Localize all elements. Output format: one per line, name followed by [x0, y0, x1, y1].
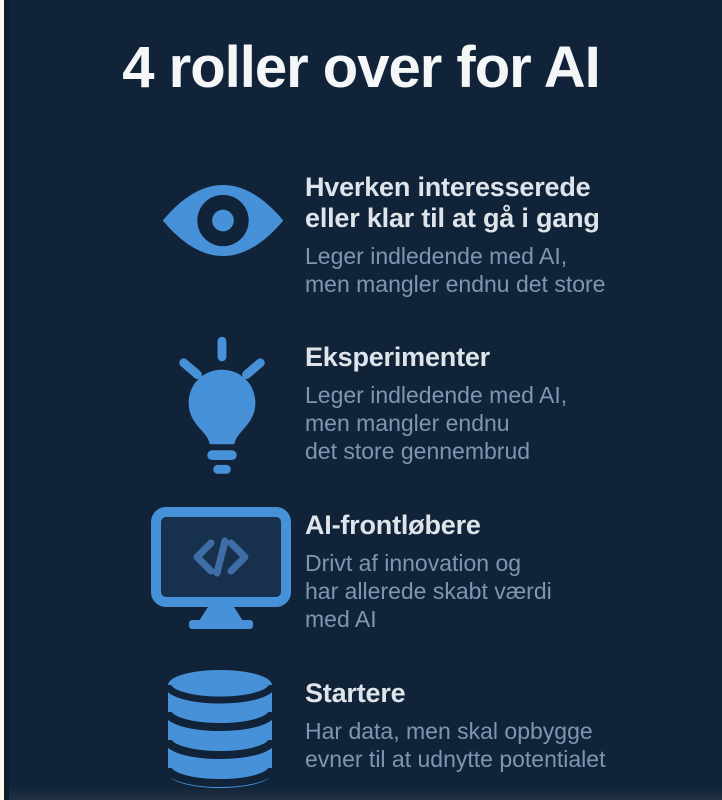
section-heading: Startere — [305, 678, 406, 708]
section-description: Har data, men skal opbygge evner til at … — [305, 718, 606, 772]
code-monitor-icon — [151, 507, 291, 631]
eye-icon — [160, 181, 286, 260]
section-text: Startere Har data, men skal opbygge evne… — [305, 678, 705, 773]
section-text: AI-frontløbere Drivt af innovation og ha… — [305, 510, 705, 633]
section-description: Drivt af innovation og har allerede skab… — [305, 550, 552, 632]
section-description: Leger indledende med AI, men mangler end… — [305, 382, 568, 464]
section-text: Eksperimenter Leger indledende med AI, m… — [305, 342, 705, 465]
section-heading: Hverken interesserede eller klar til at … — [305, 172, 600, 233]
section-heading: Eksperimenter — [305, 342, 490, 372]
page-edge-shadow — [4, 0, 9, 800]
section-heading: AI-frontløbere — [305, 510, 481, 540]
lightbulb-icon — [168, 336, 276, 478]
section-description: Leger indledende med AI, men mangler end… — [305, 243, 606, 297]
database-icon — [167, 669, 273, 789]
page-title: 4 roller over for AI — [122, 35, 600, 100]
page-edge — [0, 0, 4, 800]
section-text: Hverken interesserede eller klar til at … — [305, 172, 705, 298]
